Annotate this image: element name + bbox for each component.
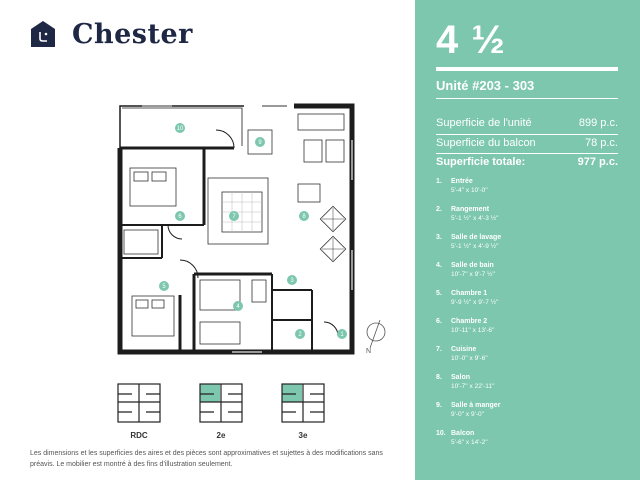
divider xyxy=(436,67,618,71)
unit-type: 4 ½ xyxy=(436,18,506,62)
plan-marker-9: 9 xyxy=(255,137,265,147)
area-row-total: Superficie totale: 977 p.c. xyxy=(436,156,618,168)
area-label: Superficie du balcon xyxy=(436,137,536,149)
svg-text:N: N xyxy=(366,348,371,355)
plan-marker-8: 8 xyxy=(299,211,309,221)
svg-text:1: 1 xyxy=(340,332,344,338)
svg-text:2: 2 xyxy=(298,332,302,338)
svg-text:7: 7 xyxy=(232,214,236,220)
svg-text:10: 10 xyxy=(177,126,184,132)
plan-marker-2: 2 xyxy=(295,329,305,339)
area-label: Superficie de l'unité xyxy=(436,117,532,129)
brand-name: Chester xyxy=(72,18,193,50)
divider xyxy=(436,98,618,99)
divider xyxy=(436,134,618,135)
north-arrow-icon: N xyxy=(366,319,386,355)
area-value: 899 p.c. xyxy=(578,117,618,129)
svg-text:4: 4 xyxy=(236,304,240,310)
floor-plan: 10 9 6 7 8 5 4 3 xyxy=(117,103,386,355)
plan-marker-1: 1 xyxy=(337,329,347,339)
svg-text:5: 5 xyxy=(162,284,166,290)
plan-marker-6: 6 xyxy=(175,211,185,221)
area-row-balcony: Superficie du balcon 78 p.c. xyxy=(436,137,618,149)
plan-marker-10: 10 xyxy=(175,123,185,133)
disclaimer: Les dimensions et les superficies des ai… xyxy=(30,450,383,468)
divider xyxy=(436,153,618,154)
area-value: 78 p.c. xyxy=(584,137,618,149)
floor-key-2 xyxy=(199,383,243,423)
floor-label-2: 2e xyxy=(216,431,226,440)
brand: Chester xyxy=(30,20,193,48)
unit-info-panel: 4 ½ Unité #203 - 303 Superficie de l'uni… xyxy=(415,0,640,480)
unit-number: Unité #203 - 303 xyxy=(436,78,535,93)
area-row-unit: Superficie de l'unité 899 p.c. xyxy=(436,117,618,129)
house-logo-icon xyxy=(31,21,55,47)
plan-marker-7: 7 xyxy=(229,211,239,221)
plan-marker-4: 4 xyxy=(233,301,243,311)
floor-key-3 xyxy=(281,383,325,423)
svg-text:9: 9 xyxy=(258,140,262,146)
svg-text:3: 3 xyxy=(290,278,294,284)
floor-key-rdc xyxy=(117,383,161,423)
plan-marker-3: 3 xyxy=(287,275,297,285)
svg-text:6: 6 xyxy=(178,214,182,220)
plan-marker-5: 5 xyxy=(159,281,169,291)
floor-label-3: 3e xyxy=(298,431,308,440)
svg-text:8: 8 xyxy=(302,214,306,220)
floor-label-rdc: RDC xyxy=(130,431,148,440)
area-value: 977 p.c. xyxy=(577,156,618,168)
area-label: Superficie totale: xyxy=(436,156,526,168)
